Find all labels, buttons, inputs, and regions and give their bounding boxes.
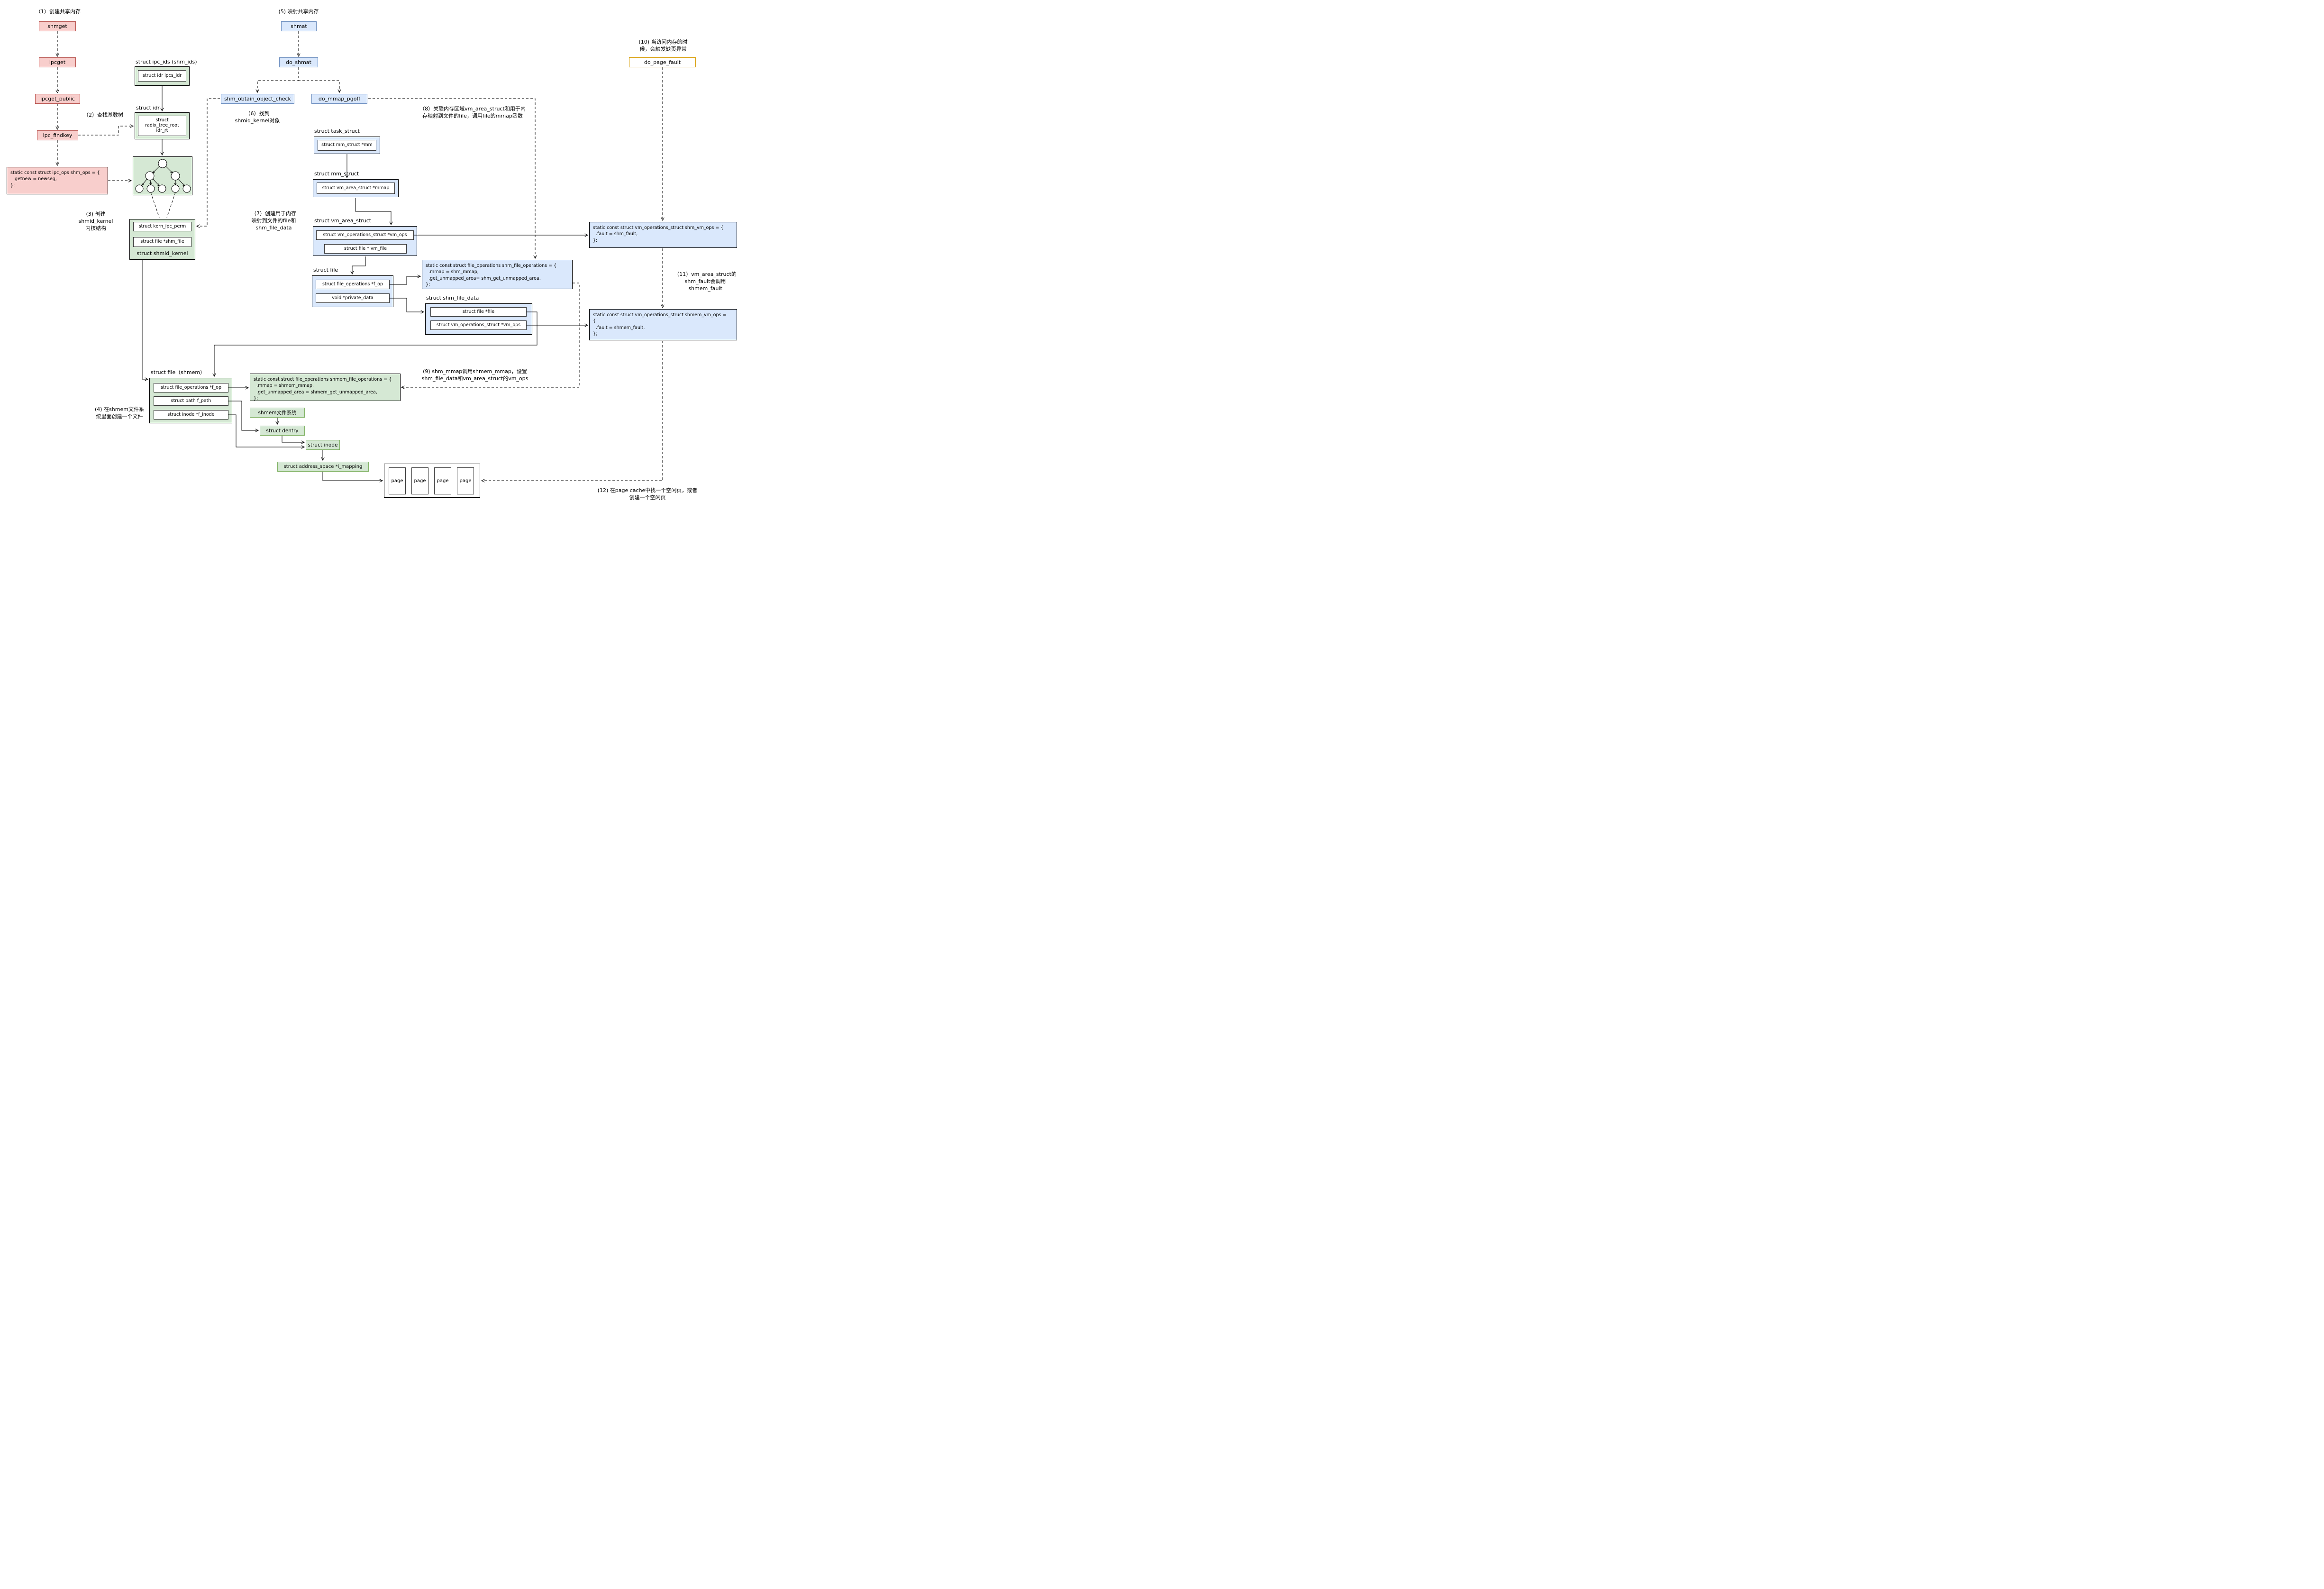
field-sfd-vm-ops: struct vm_operations_struct *vm_ops — [430, 320, 527, 330]
field-mmap: struct vm_area_struct *mmap — [317, 183, 395, 194]
arrow-ipcfindkey-to-idr — [78, 124, 134, 136]
struct-file-title: struct file — [313, 267, 338, 273]
node-ipcget: ipcget — [39, 57, 76, 67]
arrow-dentry-to-inode — [282, 436, 305, 444]
arrow-fop-to-shmfileops — [390, 274, 421, 285]
node-shmem-fs: shmem文件系统 — [250, 408, 305, 418]
page-1: page — [389, 467, 406, 494]
node-shmat: shmat — [281, 21, 317, 31]
field-shm-file: struct file *shm_file — [133, 237, 191, 247]
annotation-10: (10) 当访问内存的时 候，会触发缺页异常 — [638, 39, 688, 52]
struct-shmid-kernel-title: struct shmid_kernel — [137, 250, 188, 256]
link-tree-shmid-left — [150, 192, 160, 218]
node-i-mapping: struct address_space *i_mapping — [277, 462, 369, 472]
struct-file-shmem-title: struct file（shmem） — [151, 369, 206, 375]
node-shmget: shmget — [39, 21, 76, 31]
struct-vm-area-struct-title: struct vm_area_struct — [314, 218, 372, 224]
node-dentry: struct dentry — [260, 426, 305, 436]
annotation-4: (4) 在shmem文件系 统里面创建一个文件 — [95, 406, 144, 420]
annotation-6: （6）找到 shmid_kernel对象 — [235, 110, 280, 124]
field-shmem-f-op: struct file_operations *f_op — [154, 383, 228, 393]
field-shmem-f-inode: struct inode *f_inode — [154, 410, 228, 420]
field-radix-tree-root: struct radix_tree_root idr_rt — [138, 116, 186, 136]
struct-mm-struct-title: struct mm_struct — [314, 171, 359, 177]
field-vm-ops: struct vm_operations_struct *vm_ops — [316, 230, 414, 240]
annotation-8: （8）关联内存区域vm_area_struct和用于内 存映射到文件的file，… — [419, 106, 526, 119]
field-vm-file: struct file * vm_file — [324, 244, 407, 254]
field-mm: struct mm_struct *mm — [318, 140, 376, 151]
annotation-7: （7）创建用于内存 映射到文件的file和 shm_file_data — [251, 210, 296, 231]
node-inode: struct inode — [306, 440, 340, 450]
code-shmem-vm-ops: static const struct vm_operations_struct… — [589, 309, 737, 340]
struct-idr-title: struct idr — [136, 105, 160, 111]
field-f-op: struct file_operations *f_op — [316, 280, 390, 289]
arrow-shmemvmops-to-pagecache — [481, 341, 663, 483]
struct-ipc-ids-title: struct ipc_ids (shm_ids) — [136, 59, 197, 65]
tree-to-shmid-links — [150, 192, 176, 218]
struct-shm-file-data-title: struct shm_file_data — [426, 295, 479, 301]
code-shm-vm-ops: static const struct vm_operations_struct… — [589, 222, 737, 248]
node-ipc-findkey: ipc_findkey — [37, 130, 78, 140]
annotation-3: (3) 创建 shmid_kernel 内核结构 — [78, 211, 113, 231]
node-do-page-fault: do_page_fault — [629, 57, 696, 67]
arrow-imapping-to-pagecache — [322, 472, 383, 483]
node-do-shmat: do_shmat — [279, 57, 318, 67]
arrow-doshmat-to-dommappgoff — [298, 67, 341, 93]
radix-tree-box — [133, 156, 192, 195]
struct-task-struct-title: struct task_struct — [314, 128, 360, 134]
annotation-5: (5) 映射共享内存 — [278, 9, 319, 15]
annotation-11: （11）vm_area_struct的 shm_fault会调用 shmem_f… — [674, 271, 737, 292]
annotation-9: (9) shm_mmap调用shmem_mmap，设置 shm_file_dat… — [421, 368, 529, 382]
link-tree-shmid-right — [166, 192, 176, 218]
page-2: page — [411, 467, 428, 494]
field-kern-ipc-perm: struct kern_ipc_perm — [133, 222, 191, 231]
annotation-2: （2）查找基数树 — [83, 112, 123, 118]
page-3: page — [434, 467, 451, 494]
arrow-shmobtain-to-shmidkernel — [196, 98, 220, 228]
arrow-privatedata-to-shmfiledata — [390, 298, 425, 314]
annotation-1: （1）创建共享内存 — [36, 9, 81, 15]
field-private-data: void *private_data — [316, 293, 390, 303]
annotation-12: (12) 在page cache中找一个空闲页，或者 创建一个空闲页 — [597, 487, 698, 501]
node-ipcget-public: ipcget_public — [35, 94, 80, 104]
node-do-mmap-pgoff: do_mmap_pgoff — [311, 94, 367, 104]
code-shmem-file-operations: static const struct file_operations shme… — [250, 374, 401, 401]
field-ipcs-idr: struct idr ipcs_idr — [138, 70, 186, 82]
code-shm-file-operations: static const struct file_operations shm_… — [422, 260, 573, 289]
node-shm-obtain-object-check: shm_obtain_object_check — [221, 94, 294, 104]
code-shm-ops: static const struct ipc_ops shm_ops = { … — [7, 167, 108, 194]
diagram-canvas: （1）创建共享内存 （2）查找基数树 (3) 创建 shmid_kernel 内… — [0, 0, 743, 508]
field-sfd-file: struct file *file — [430, 307, 527, 317]
field-shmem-f-path: struct path f_path — [154, 396, 228, 406]
arrow-doshmat-to-shmobtain — [255, 67, 299, 93]
arrow-shmfile-to-shmemfile — [142, 260, 149, 381]
page-4: page — [457, 467, 474, 494]
